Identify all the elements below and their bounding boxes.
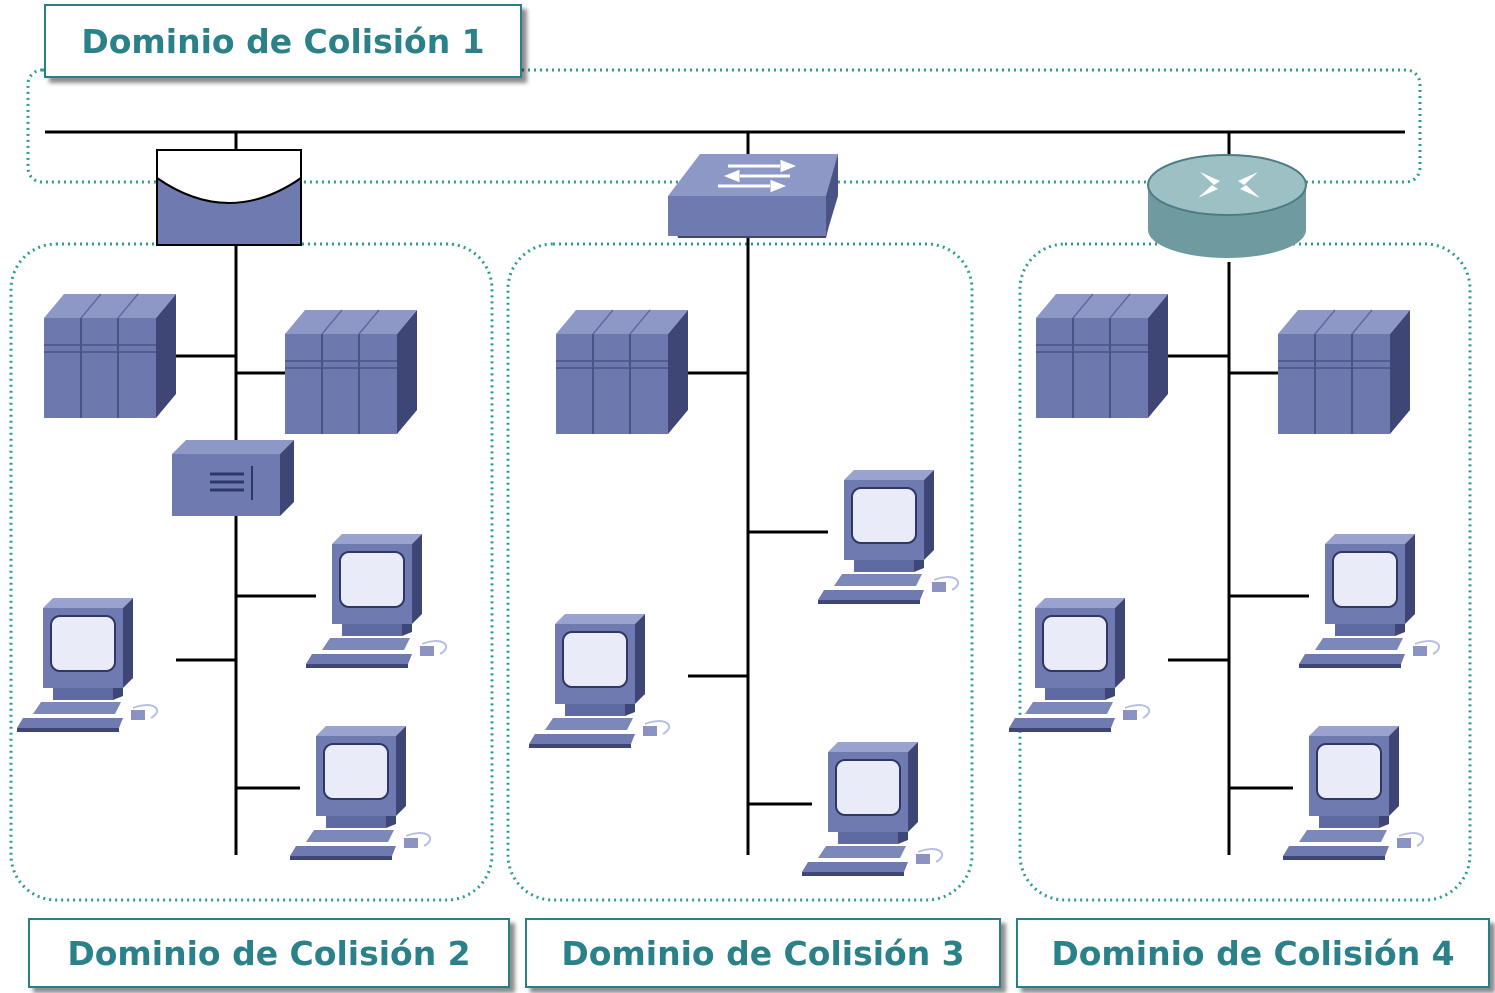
collision-domain-4-label: Dominio de Colisión 4 (1016, 918, 1490, 988)
computer-icon (801, 741, 944, 877)
collision-domain-1-label: Dominio de Colisión 1 (44, 4, 522, 78)
bridge-icon (156, 149, 302, 246)
collision-domain-2-label: Dominio de Colisión 2 (28, 918, 510, 988)
collision-domain-3-label: Dominio de Colisión 3 (525, 918, 1001, 988)
collision-domain-3-boundary (506, 242, 974, 902)
computer-icon (289, 725, 432, 861)
computer-icon (817, 469, 960, 605)
server-icon (284, 309, 418, 435)
collision-domain-2-boundary (9, 242, 494, 902)
switch-icon (668, 154, 838, 238)
computer-icon (1298, 533, 1441, 669)
server-icon (43, 293, 177, 419)
computer-icon (528, 613, 671, 749)
terminal-icon (172, 440, 294, 516)
server-icon (1035, 293, 1169, 419)
computer-icon (1008, 597, 1151, 733)
router-icon (1147, 154, 1307, 258)
network-links (45, 130, 1405, 855)
computer-icon (16, 597, 159, 733)
computer-icon (305, 533, 448, 669)
server-icon (555, 309, 689, 435)
computer-icon (1282, 725, 1425, 861)
server-icon (1277, 309, 1411, 435)
